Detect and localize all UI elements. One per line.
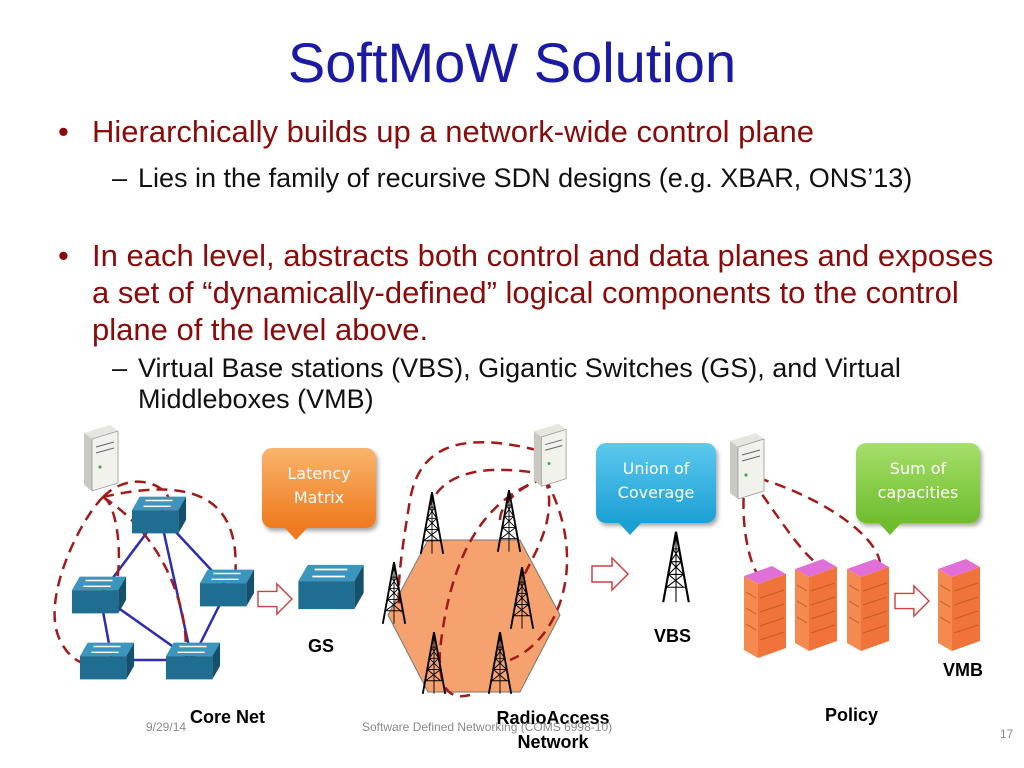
bullet-glyph: • [58,114,69,149]
virtual-middlebox-icon [937,558,981,652]
footer-page-number: 17 [1000,727,1014,741]
dash-glyph: – [112,163,128,193]
label-vbs: VBS [654,626,692,646]
label-policy: Policy [825,705,879,725]
dash-glyph: – [112,353,128,383]
bullet-1: • Hierarchically builds up a network-wid… [58,113,998,150]
core-net-controller-icon [83,424,119,492]
right-arrow-icon [894,585,930,617]
callout-union-of-coverage: Union of Coverage [596,443,716,535]
label-core-net: Core Net [190,707,266,727]
bullet-glyph: • [58,238,69,273]
callout-sum-of-capacities: Sum of capacities [856,443,980,535]
bullet-1-text: Hierarchically builds up a network-wide … [92,114,814,149]
policy-controller-icon [729,432,765,500]
policy-control-links [742,476,882,576]
callout-latency-matrix: Latency Matrix [262,448,376,540]
footer-date: 9/29/14 [146,720,187,734]
middlebox-icon [846,558,890,652]
slide-title: SoftMoW Solution [287,31,737,94]
switch-icon [79,641,135,681]
sub-bullet-2-text: Virtual Base stations (VBS), Gigantic Sw… [138,353,901,414]
gigantic-switch-icon [297,563,365,611]
right-arrow-icon [591,557,629,591]
switch-icon [71,575,127,615]
right-arrow-icon [257,583,293,615]
middlebox-icon [794,558,838,652]
label-radio-access-network: RadioAccess Network [496,708,610,752]
bullet-2: • In each level, abstracts both control … [58,237,1008,348]
ran-hexagon [387,539,561,693]
ran-controller-icon [533,423,567,487]
virtual-base-station-icon [662,530,690,604]
sub-bullet-2: – Virtual Base stations (VBS), Gigantic … [112,353,972,415]
label-vmb: VMB [943,660,983,680]
switch-icon [131,495,187,535]
footer-course: Software Defined Networking (COMS 6998-1… [362,720,613,734]
sub-bullet-1-text: Lies in the family of recursive SDN desi… [138,163,913,193]
middlebox-icon [743,565,787,659]
switch-icon [165,641,221,681]
sub-bullet-1: – Lies in the family of recursive SDN de… [112,163,992,194]
switch-icon [199,568,255,608]
bullet-2-text: In each level, abstracts both control an… [92,238,994,347]
label-gs: GS [308,636,335,656]
